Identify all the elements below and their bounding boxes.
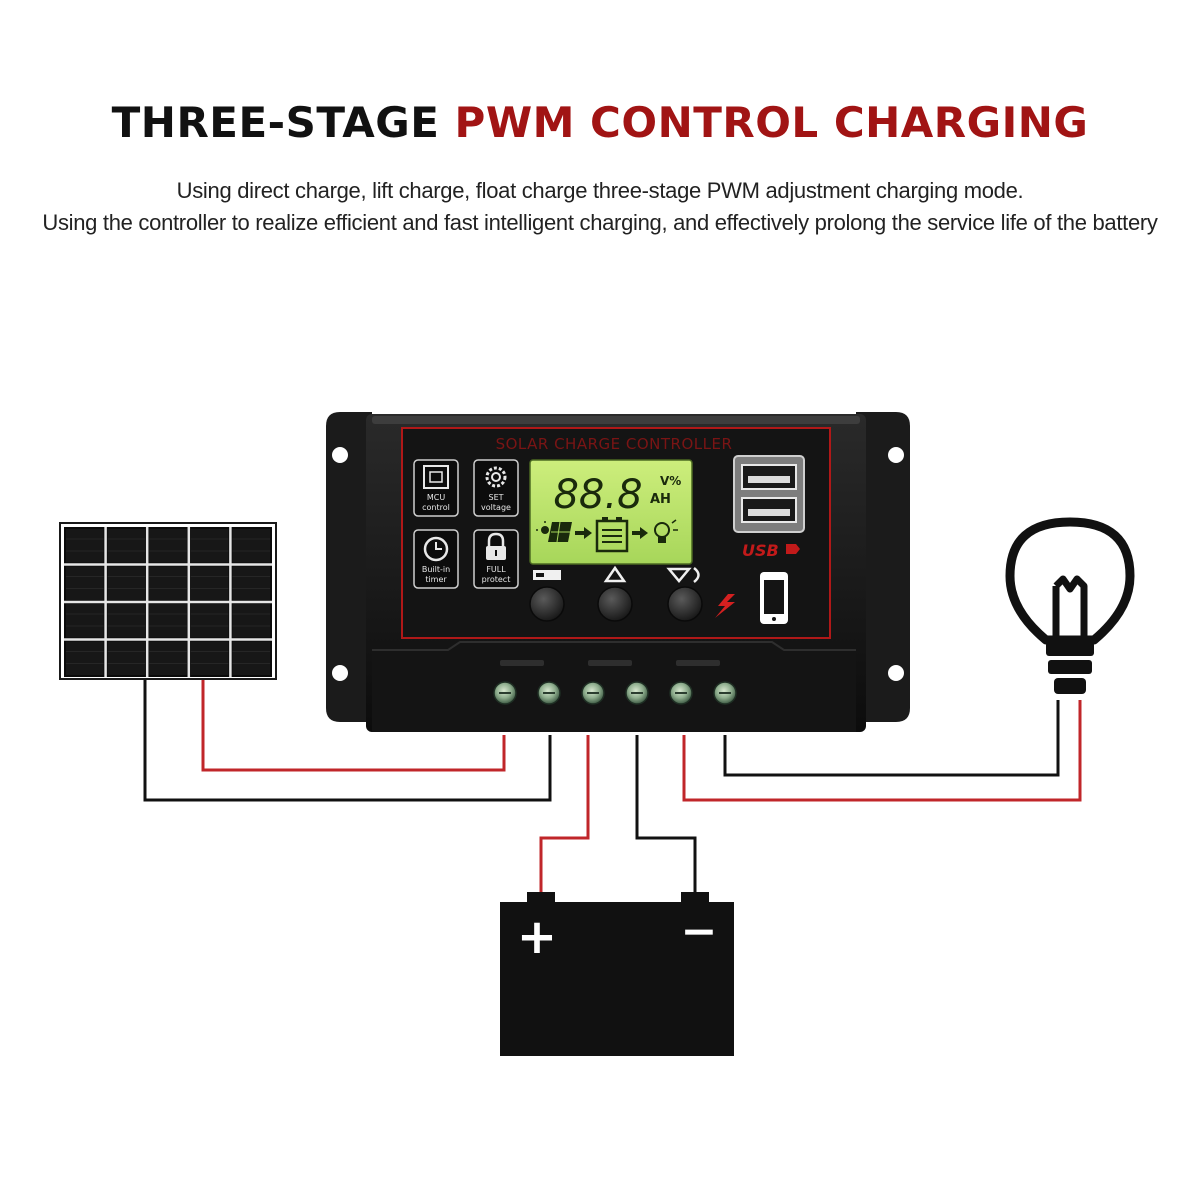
- title-part-red: PWM CONTROL CHARGING: [454, 98, 1089, 147]
- feature-full-line2: protect: [482, 575, 511, 584]
- feature-timer-line2: timer: [425, 575, 447, 584]
- feature-timer: Built-in timer: [413, 529, 459, 589]
- page-title: THREE-STAGE PWM CONTROL CHARGING: [0, 98, 1200, 147]
- feature-mcu-line1: MCU: [427, 493, 445, 502]
- charging-lightning-icon: [715, 594, 735, 618]
- title-part-dark: THREE-STAGE: [111, 98, 440, 147]
- feature-set-line2: voltage: [481, 503, 511, 512]
- up-button[interactable]: [597, 586, 633, 622]
- down-arrow-icon: [666, 567, 700, 583]
- feature-set-line1: SET: [488, 493, 503, 502]
- feature-full-protect: FULL protect: [473, 529, 519, 589]
- down-button[interactable]: [667, 586, 703, 622]
- battery-negative-label: −: [681, 906, 718, 957]
- wires: [143, 675, 1082, 898]
- solar-positive-wire: [201, 675, 506, 772]
- feature-timer-line1: Built-in: [422, 565, 450, 574]
- bulb-base-2: [1048, 660, 1092, 674]
- lcd-display: 88.8 V% AH: [529, 459, 693, 565]
- menu-button[interactable]: [529, 586, 565, 622]
- lcd-arrow-right-icon: [575, 527, 592, 539]
- lcd-arrow-load-icon: [632, 527, 648, 539]
- light-bulb-icon: [1005, 517, 1135, 694]
- phone-icon: [760, 572, 788, 624]
- solar-panel-grid: [64, 527, 272, 677]
- description-line-1: Using direct charge, lift charge, float …: [176, 178, 1024, 203]
- lcd-digits: 88.8: [553, 472, 642, 518]
- load-positive-wire: [682, 700, 1082, 802]
- lcd-bulb-icon: [654, 519, 678, 543]
- right-bottom-hole: [888, 665, 904, 681]
- feature-set-voltage: SET voltage: [473, 459, 519, 517]
- bulb-filament: [1052, 575, 1088, 640]
- bulb-base-1: [1046, 642, 1094, 656]
- left-top-hole: [332, 447, 348, 463]
- solar-negative-wire: [143, 675, 552, 802]
- lcd-panel-icon: [548, 521, 572, 543]
- battery: + −: [500, 892, 734, 1056]
- lcd-unit-bottom: AH: [650, 492, 671, 507]
- clock-icon: [423, 536, 449, 562]
- lcd-sun-icon: [536, 521, 549, 534]
- gear-icon: [485, 466, 507, 488]
- terminal-block: [372, 642, 856, 732]
- right-mounting-ear: [856, 412, 910, 722]
- terminal-symbols: [500, 660, 720, 666]
- lcd-battery-icon: [595, 517, 629, 553]
- menu-icon: [533, 570, 561, 580]
- usb-ports[interactable]: [733, 455, 805, 533]
- left-bottom-hole: [332, 665, 348, 681]
- panel-title: SOLAR CHARGE CONTROLLER: [496, 435, 733, 453]
- chip-icon: [423, 465, 449, 489]
- feature-mcu: MCU control: [413, 459, 459, 517]
- charge-controller: SOLAR CHARGE CONTROLLER MCU control SET …: [326, 412, 910, 732]
- usb-indicator-icon: [786, 544, 800, 554]
- feature-mcu-line2: control: [422, 503, 450, 512]
- usb-label: USB: [742, 541, 779, 560]
- left-mounting-ear: [326, 412, 372, 722]
- controller-top-highlight: [372, 416, 860, 424]
- up-arrow-icon: [603, 565, 627, 583]
- description-line-2: Using the controller to realize efficien…: [42, 210, 1158, 235]
- right-top-hole: [888, 447, 904, 463]
- feature-full-line1: FULL: [486, 565, 506, 574]
- bulb-base-3: [1054, 678, 1086, 694]
- terminal-ridge: [372, 641, 856, 651]
- load-negative-wire: [723, 700, 1060, 777]
- battery-negative-wire: [635, 735, 697, 898]
- battery-body: [500, 902, 734, 1056]
- bulb-glass: [1005, 517, 1135, 645]
- lcd-unit-top: V%: [660, 474, 681, 488]
- solar-panel: [59, 522, 277, 680]
- battery-positive-wire: [539, 735, 590, 898]
- battery-positive-label: +: [517, 909, 557, 965]
- lock-icon: [486, 532, 506, 560]
